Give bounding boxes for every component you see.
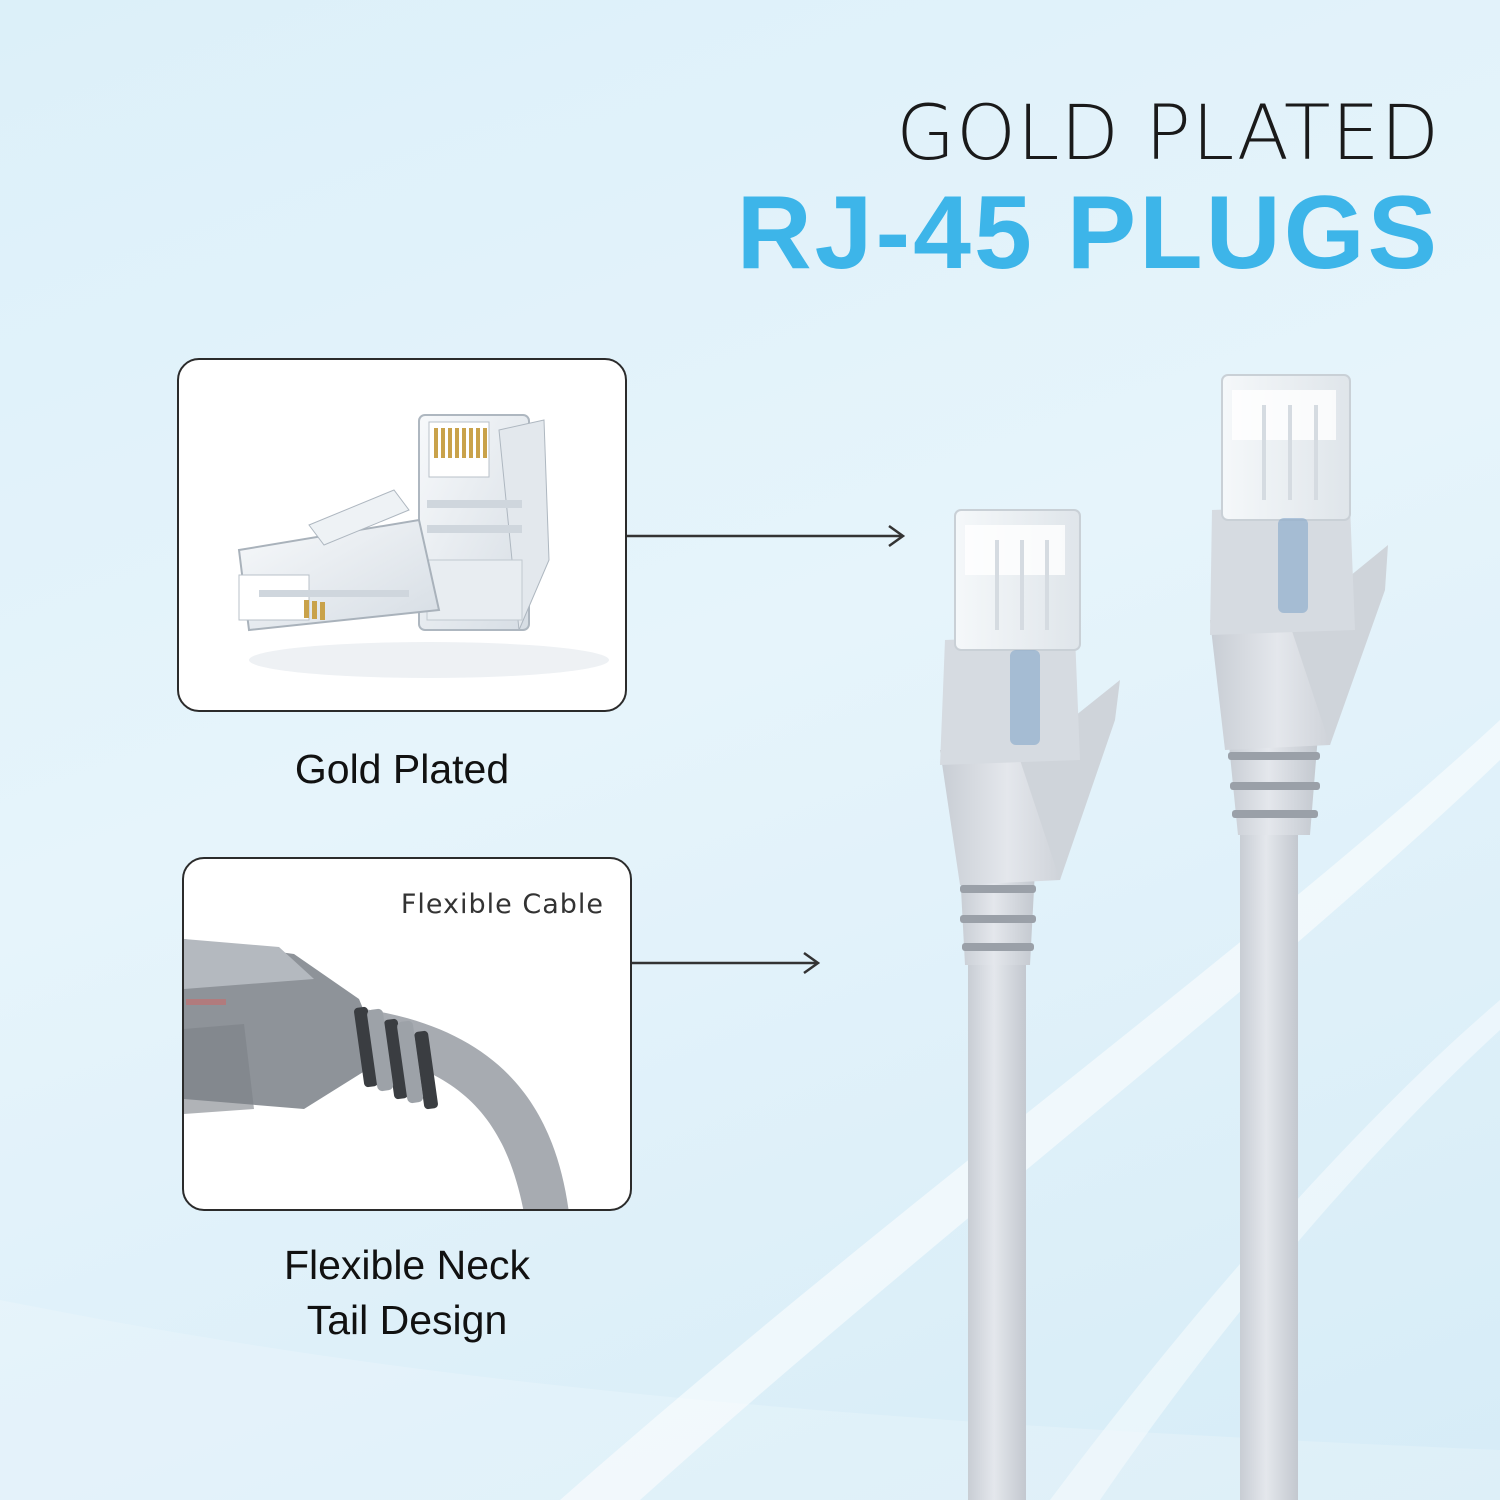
headline-line-1: GOLD PLATED: [896, 88, 1440, 177]
flexible-neck-caption: Flexible Neck Tail Design: [182, 1238, 632, 1349]
flexible-neck-caption-line-1: Flexible Neck: [283, 1242, 531, 1288]
gold-plated-card: [177, 358, 627, 712]
left-cable: [940, 509, 1120, 1500]
rj45-plugs-icon: [237, 414, 609, 678]
flexible-cable-card: Flexible Cable: [182, 857, 632, 1211]
arrow-right-icon: [627, 524, 906, 548]
right-cable: [1210, 374, 1388, 1500]
headline-line-2: RJ-45 PLUGS: [736, 175, 1440, 291]
headline: GOLD PLATED RJ-45 PLUGS: [737, 95, 1440, 288]
flexible-cable-tag: Flexible Cable: [400, 889, 604, 920]
gold-plated-caption: Gold Plated: [294, 746, 510, 792]
arrow-right-icon: [632, 951, 821, 975]
flexible-neck-caption-line-2: Tail Design: [306, 1297, 508, 1344]
cable-boot-icon: [184, 939, 569, 1209]
